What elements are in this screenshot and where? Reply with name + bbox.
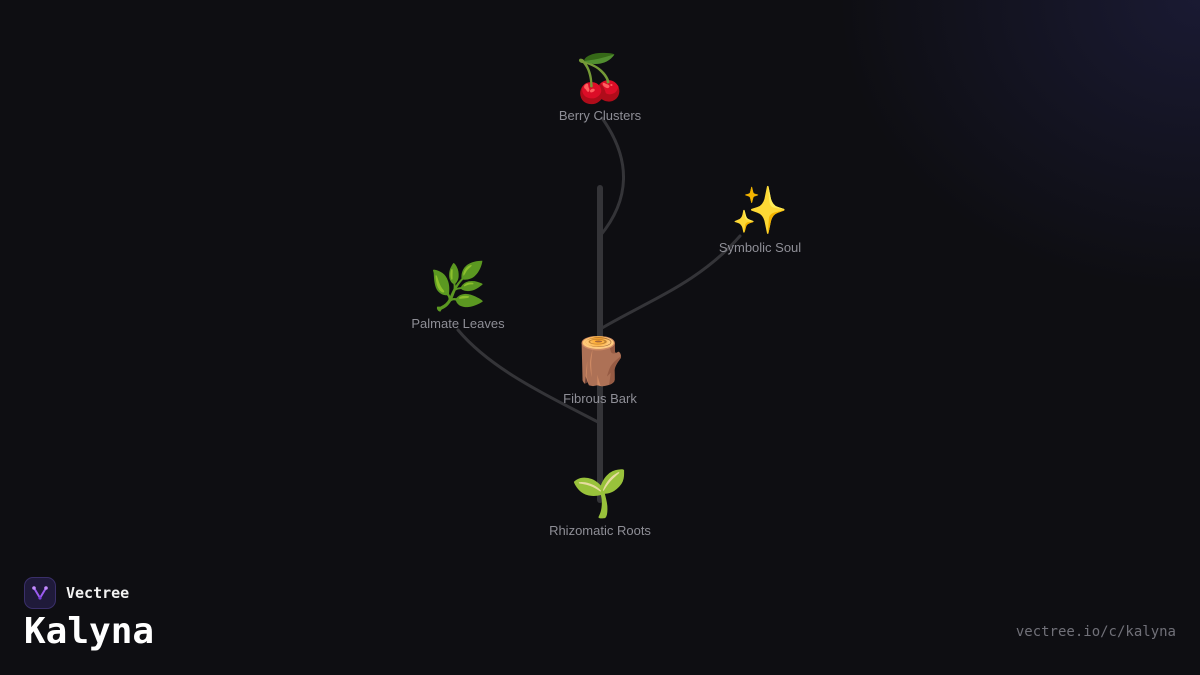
node-label: Fibrous Bark xyxy=(563,391,637,406)
brand-block: Vectree Kalyna xyxy=(24,577,154,652)
branch-symbolic-soul xyxy=(600,234,742,330)
seedling-icon: 🌱 xyxy=(571,466,629,520)
page-title: Kalyna xyxy=(24,611,155,652)
node-palmate-leaves[interactable]: 🌿 Palmate Leaves xyxy=(378,258,538,331)
branch-berry-clusters xyxy=(598,116,625,238)
brand-row: Vectree xyxy=(24,577,154,609)
cherries-icon: 🍒 xyxy=(571,51,629,105)
herb-icon: 🌿 xyxy=(429,259,487,313)
brand-name: Vectree xyxy=(66,584,130,602)
node-label: Berry Clusters xyxy=(558,108,642,123)
node-label: Symbolic Soul xyxy=(718,240,802,255)
node-label: Palmate Leaves xyxy=(411,316,505,331)
wood-icon: 🪵 xyxy=(571,334,629,388)
node-berry-clusters[interactable]: 🍒 Berry Clusters xyxy=(520,50,680,123)
node-label: Rhizomatic Roots xyxy=(549,523,651,538)
sparkles-icon: ✨ xyxy=(731,183,789,237)
node-symbolic-soul[interactable]: ✨ Symbolic Soul xyxy=(680,182,840,255)
node-fibrous-bark[interactable]: 🪵 Fibrous Bark xyxy=(520,333,680,406)
source-url[interactable]: vectree.io/c/kalyna xyxy=(1015,624,1176,640)
branch-palmate-leaves xyxy=(456,328,600,424)
vectree-logo-icon[interactable] xyxy=(24,577,56,609)
node-rhizomatic-roots[interactable]: 🌱 Rhizomatic Roots xyxy=(520,465,680,538)
logo-mark xyxy=(32,586,48,600)
